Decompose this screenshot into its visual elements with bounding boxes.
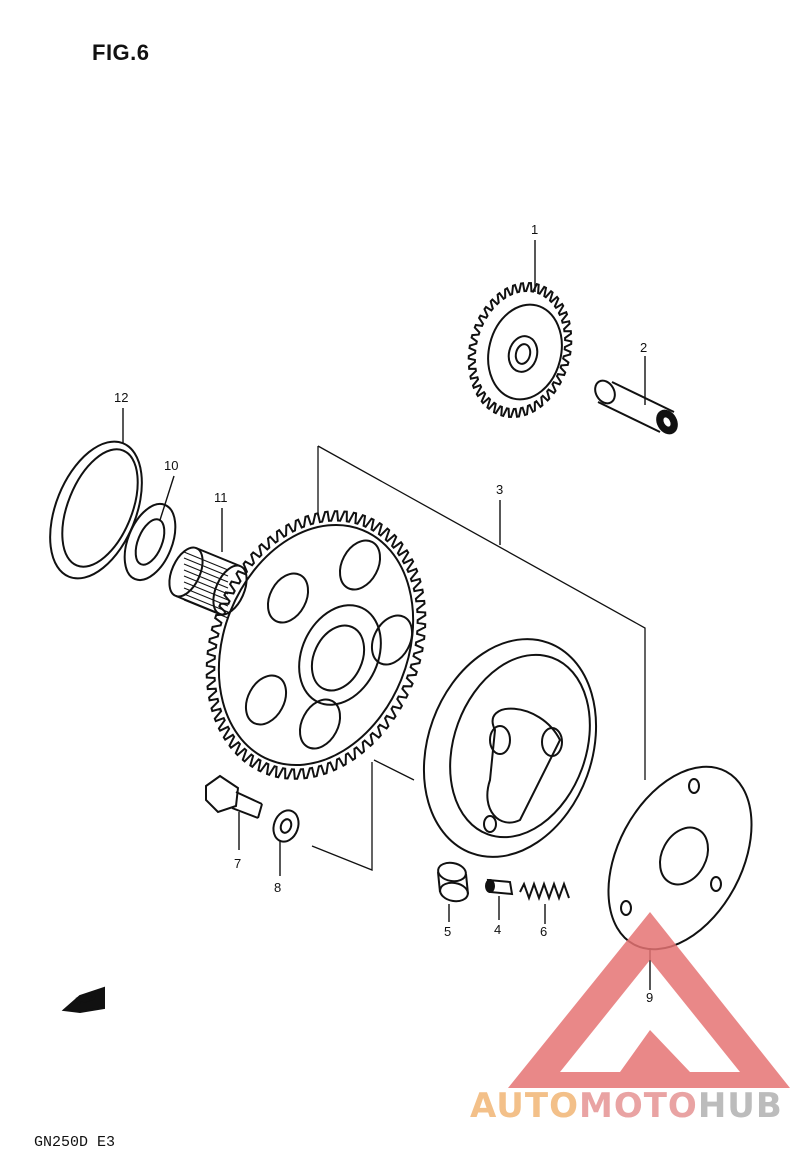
spring-6 [519,881,570,901]
plate-9-center [659,826,709,886]
washer-8-outer [272,809,300,843]
clutch-pin-a [489,725,511,755]
gear-1-web [487,303,563,401]
plate-9-bolt-hole-2 [710,876,722,892]
bolt-7-head [205,774,240,814]
starter-gear-window-4 [298,698,342,750]
bearing-11-needle [183,563,229,583]
leader-line-10 [159,475,175,521]
bearing-11-needle [183,575,229,595]
seal-12-inner [61,448,139,568]
starter-gear-teeth [205,510,427,780]
starter-gear-bore [310,624,366,692]
shaft-2-end-a [594,379,616,405]
gear-1-bore [514,343,532,365]
callout-9: 9 [646,990,654,1005]
callout-8: 8 [274,880,282,895]
washer-10-inner [134,518,166,566]
callout-4: 4 [494,922,502,937]
callout-10: 10 [164,458,179,473]
watermark-part-moto: MOTO [578,1086,698,1126]
bearing-11-needle [183,593,229,613]
callout-11: 11 [214,490,228,505]
bolt-7-shank [231,791,263,819]
assembly-3-lower-bracket [311,759,415,871]
bearing-11-needle [183,569,229,589]
callout-1: 1 [531,222,539,237]
bearing-11-needle [183,599,229,619]
seal-12-outer [49,440,143,580]
model-code: GN250D E3 [34,1134,116,1151]
watermark-text: AUTOMOTOHUB [470,1086,783,1126]
plate-9-outer [607,765,753,951]
starter-gear-window-3 [244,674,288,726]
shaft-2-body [597,381,675,433]
clutch-housing-outer [422,638,598,858]
figure-title: FIG.6 [92,40,150,65]
watermark-part-hub: HUB [697,1086,783,1126]
fwd-arrow-icon: FWD [61,986,105,1014]
bearing-11-needle [183,557,229,577]
starter-gear-window-1 [338,539,382,591]
shaft-2-bore [661,415,673,429]
clutch-pin-b [541,727,563,757]
gear-1-hub [507,335,539,373]
starter-gear-window-2 [266,572,310,624]
plate-9-bolt-hole-1 [688,778,700,794]
watermark-logo-triangle [508,912,790,1088]
roller-5-bottom [439,881,469,903]
plunger-4-tip [485,879,495,893]
bearing-11-needle [183,551,229,571]
starter-gear-rim [217,523,415,767]
callout-6: 6 [540,924,548,939]
callout-2: 2 [640,340,648,355]
callout-3: 3 [496,482,504,497]
bearing-11-needle [183,581,229,601]
bearing-11-needle [183,587,229,607]
callout-12: 12 [114,390,129,405]
starter-gear-window-5 [370,614,414,666]
callout-5: 5 [444,924,452,939]
clutch-housing-inner [449,653,591,839]
watermark-part-auto: AUTO [470,1086,579,1126]
callout-7: 7 [234,856,242,871]
clutch-cam [486,707,562,824]
clutch-hole [483,815,497,833]
gear-1-teeth [467,281,573,419]
starter-gear-boss [298,604,382,706]
plate-9-bolt-hole-3 [620,900,632,916]
bearing-11-body [175,547,241,615]
washer-8-inner [279,818,293,834]
roller-5-top [437,861,467,883]
assembly-3-bracket [317,445,646,780]
